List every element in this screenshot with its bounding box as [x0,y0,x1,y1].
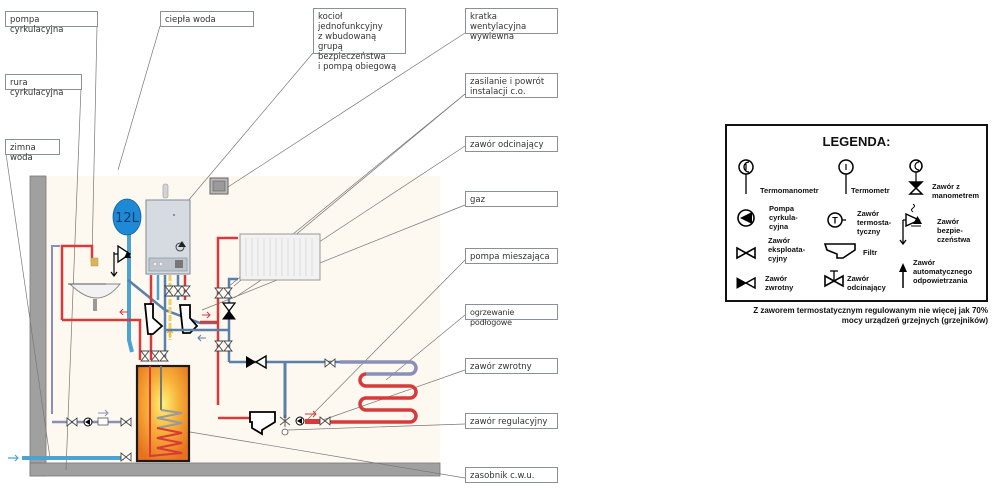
callout-kratka: kratka wentylacyjna wywiewna [465,8,558,42]
legend-label-termometr: Termometr [851,186,890,195]
check-valve-icon [736,276,756,290]
legend: LEGENDA: T [725,124,988,302]
callout-gaz: gaz [465,191,558,207]
leader-lines [5,25,466,479]
check-valve-icon [246,354,267,370]
hot-water-pipe [60,244,94,320]
legend-label-filter: Filtr [863,248,878,257]
thermometer-icon [281,428,289,436]
thermostatic-valve-icon: T [827,212,846,228]
termomanometr-icon [738,159,754,194]
callout-ogrzewanie-podlogowe: ogrzewanie podłogowe [465,304,558,327]
legend-symbols: T [736,159,924,290]
callout-zawor-regulacyjny: zawór regulacyjny [465,413,558,429]
floor [29,462,441,477]
faucet [90,257,99,267]
expansion-vessel-label: 12L [115,211,140,226]
callout-zawor-zwrotny: zawór zwrotny [465,358,558,374]
check-valve-icon [97,417,109,426]
mixing-valve-icon [279,415,291,427]
expansion-vessel [112,198,142,236]
legend-label-check-valve: Zawór zwrotny [765,274,794,292]
callout-pompa-cyrkulacyjna: pompa cyrkulacyjna [5,11,98,35]
callout-zimna-woda: zimna woda [5,139,60,163]
radiator [239,233,321,281]
filter-icon [823,243,856,259]
valve-with-gauge-icon [908,159,924,195]
filter-icon [249,411,276,436]
underfloor-heating-coil [330,360,418,424]
wall-left [29,175,47,477]
legend-title: LEGENDA: [822,134,891,149]
mixing-pump-icon [295,416,305,426]
termometr-icon [838,159,854,194]
callout-zasilanie: zasilanie i powrót instalacji c.o. [465,73,558,98]
air-vent-icon [899,263,907,288]
safety-valve-icon [899,203,922,246]
legend-label-valve-gauge: Zawór z manometrem [932,182,980,200]
shutoff-valve-icon [221,302,237,320]
filter-icon [178,304,199,334]
thermostatic-valve-note: Z zaworem termostatycznym regulowanym ni… [753,306,988,325]
circulation-pump-icon [737,209,755,227]
regulating-valve [305,419,321,424]
callout-zasobnik: zasobnik c.w.u. [465,467,558,483]
legend-label-air-vent: Zawór automatycznego odpowietrzania [913,258,973,285]
service-valve-icon [736,246,756,260]
legend-label-service-valve: Zawór eksploata- cyjny [768,236,806,263]
flow-arrow-icon [8,454,19,462]
legend-label-termomanometr: Termomanometr [760,186,819,195]
callout-ciepla-woda: ciepła woda [160,11,254,27]
legend-label-shutoff-valve: Zawór odcinający [847,274,886,292]
sink [68,283,122,299]
safety-valve-icon [110,244,132,277]
legend-label-circulation-pump: Pompa cyrkula- cyjna [769,204,798,231]
shutoff-valve-icon [824,270,844,288]
legend-label-safety-valve: Zawór bezpie- czeństwa [937,217,971,244]
filter-icon [144,303,164,335]
callout-zawor-odcinajacy: zawór odcinający [465,136,558,152]
circulation-pipe [51,245,60,414]
callout-kociol: kocioł jednofunkcyjny z wbudowaną grupą … [313,8,406,72]
callout-rura-cyrkulacyjna: rura cyrkulacyjna [5,74,82,98]
legend-label-thermostatic-valve: Zawór termosta- tyczny [857,209,892,236]
circulation-pump-icon [83,417,93,427]
svg-text:T: T [832,216,838,226]
callout-pompa-mieszajaca: pompa mieszająca [465,248,558,264]
